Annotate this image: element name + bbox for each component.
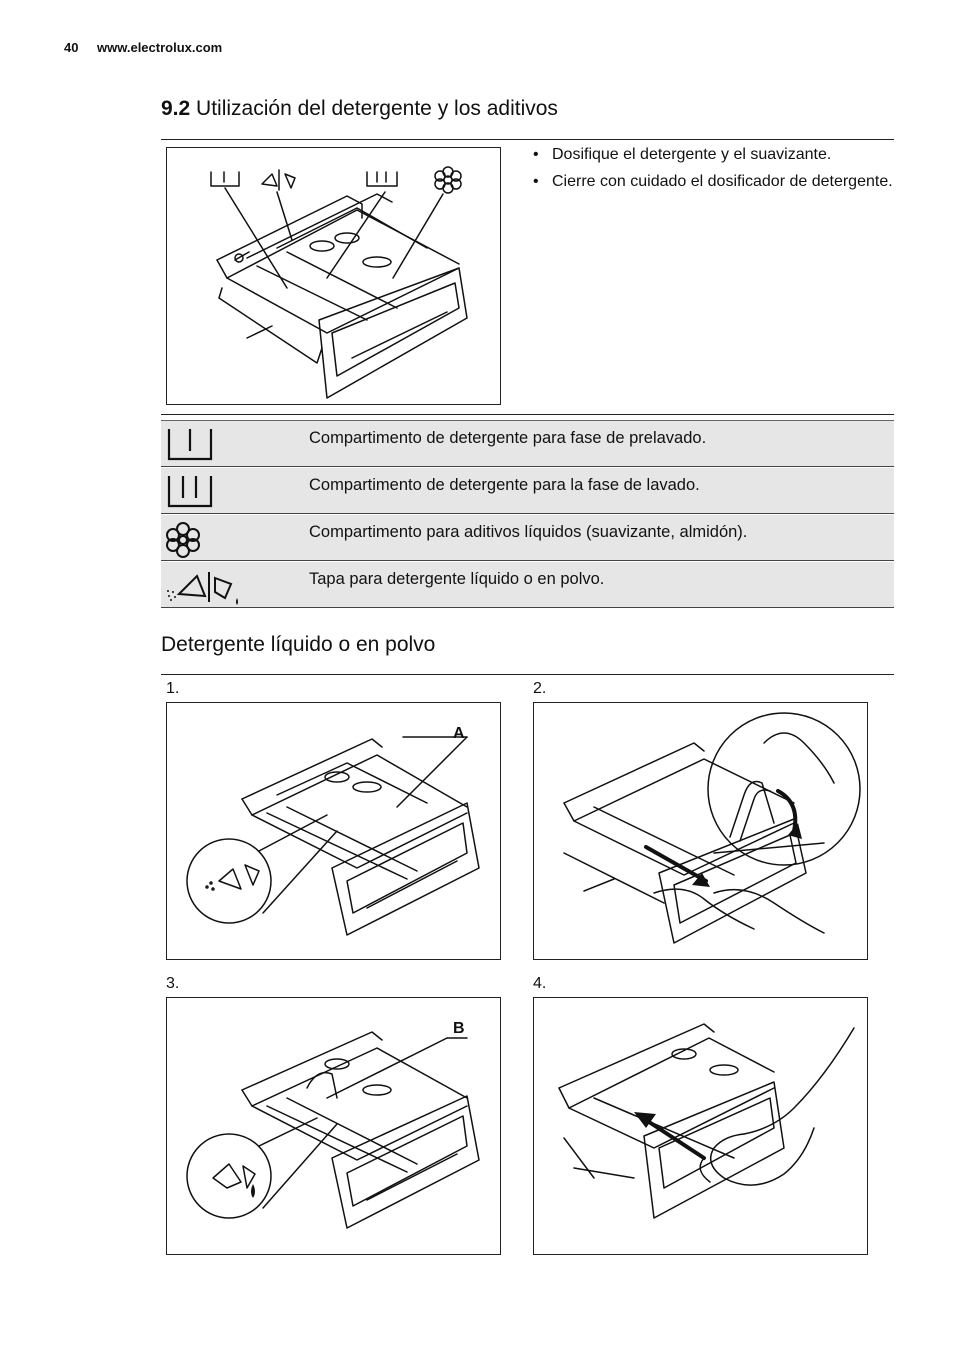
label-b: B: [453, 1020, 465, 1037]
step-number: 3.: [166, 975, 180, 992]
dispenser-drawing: [210, 166, 468, 399]
page-number: 40: [64, 40, 79, 55]
step-2-illustration: [533, 702, 868, 960]
wash-compartment-icon: [366, 171, 398, 187]
legend-text: Compartimento de detergente para la fase…: [309, 476, 700, 494]
subsection-title: Detergente líquido o en polvo: [161, 633, 436, 656]
liquid-powder-flap-icon: [261, 169, 296, 191]
list-item: Cierre con cuidado el dosificador de det…: [533, 171, 893, 192]
section-rule: [161, 139, 894, 140]
section-number: 9.2: [161, 97, 191, 120]
dispenser-illustration: [166, 147, 501, 405]
step-number: 4.: [533, 975, 547, 992]
step-4-illustration: [533, 997, 868, 1255]
list-item: Dosifique el detergente y el suavizante.: [533, 144, 893, 165]
step-3-drawing: [186, 1031, 480, 1229]
section-title-text: Utilización del detergente y los aditivo…: [196, 97, 558, 120]
legend-row-prewash: Compartimento de detergente para fase de…: [161, 421, 894, 467]
step-3-illustration: B: [166, 997, 501, 1255]
legend-text: Tapa para detergente líquido o en polvo.: [309, 570, 605, 588]
step-number: 2.: [533, 680, 547, 697]
instruction-list: Dosifique el detergente y el suavizante.…: [533, 144, 893, 198]
table-top-rule-2: [161, 420, 894, 421]
legend-text: Compartimento de detergente para fase de…: [309, 429, 707, 447]
website-link[interactable]: www.electrolux.com: [97, 40, 223, 55]
legend-text: Compartimento para aditivos líquidos (su…: [309, 523, 748, 541]
legend-row-wash: Compartimento de detergente para la fase…: [161, 468, 894, 514]
legend-row-flap: Tapa para detergente líquido o en polvo.: [161, 562, 894, 608]
legend-row-additives: Compartimento para aditivos líquidos (su…: [161, 515, 894, 561]
subsection-rule: [161, 674, 894, 675]
flower-icon: [166, 522, 200, 558]
table-top-rule: [161, 414, 894, 415]
wash-compartment-icon: [167, 476, 213, 508]
flower-icon: [434, 166, 462, 194]
liquid-powder-flap-icon: [167, 572, 238, 605]
step-4-drawing: [558, 1023, 855, 1219]
step-1-drawing: [186, 736, 480, 936]
label-a: A: [453, 725, 465, 742]
step-2-drawing: [563, 712, 861, 944]
step-1-illustration: A: [166, 702, 501, 960]
prewash-compartment-icon: [167, 429, 213, 461]
prewash-compartment-icon: [210, 171, 240, 187]
section-title: 9.2 Utilización del detergente y los adi…: [161, 97, 558, 121]
step-number: 1.: [166, 680, 180, 697]
